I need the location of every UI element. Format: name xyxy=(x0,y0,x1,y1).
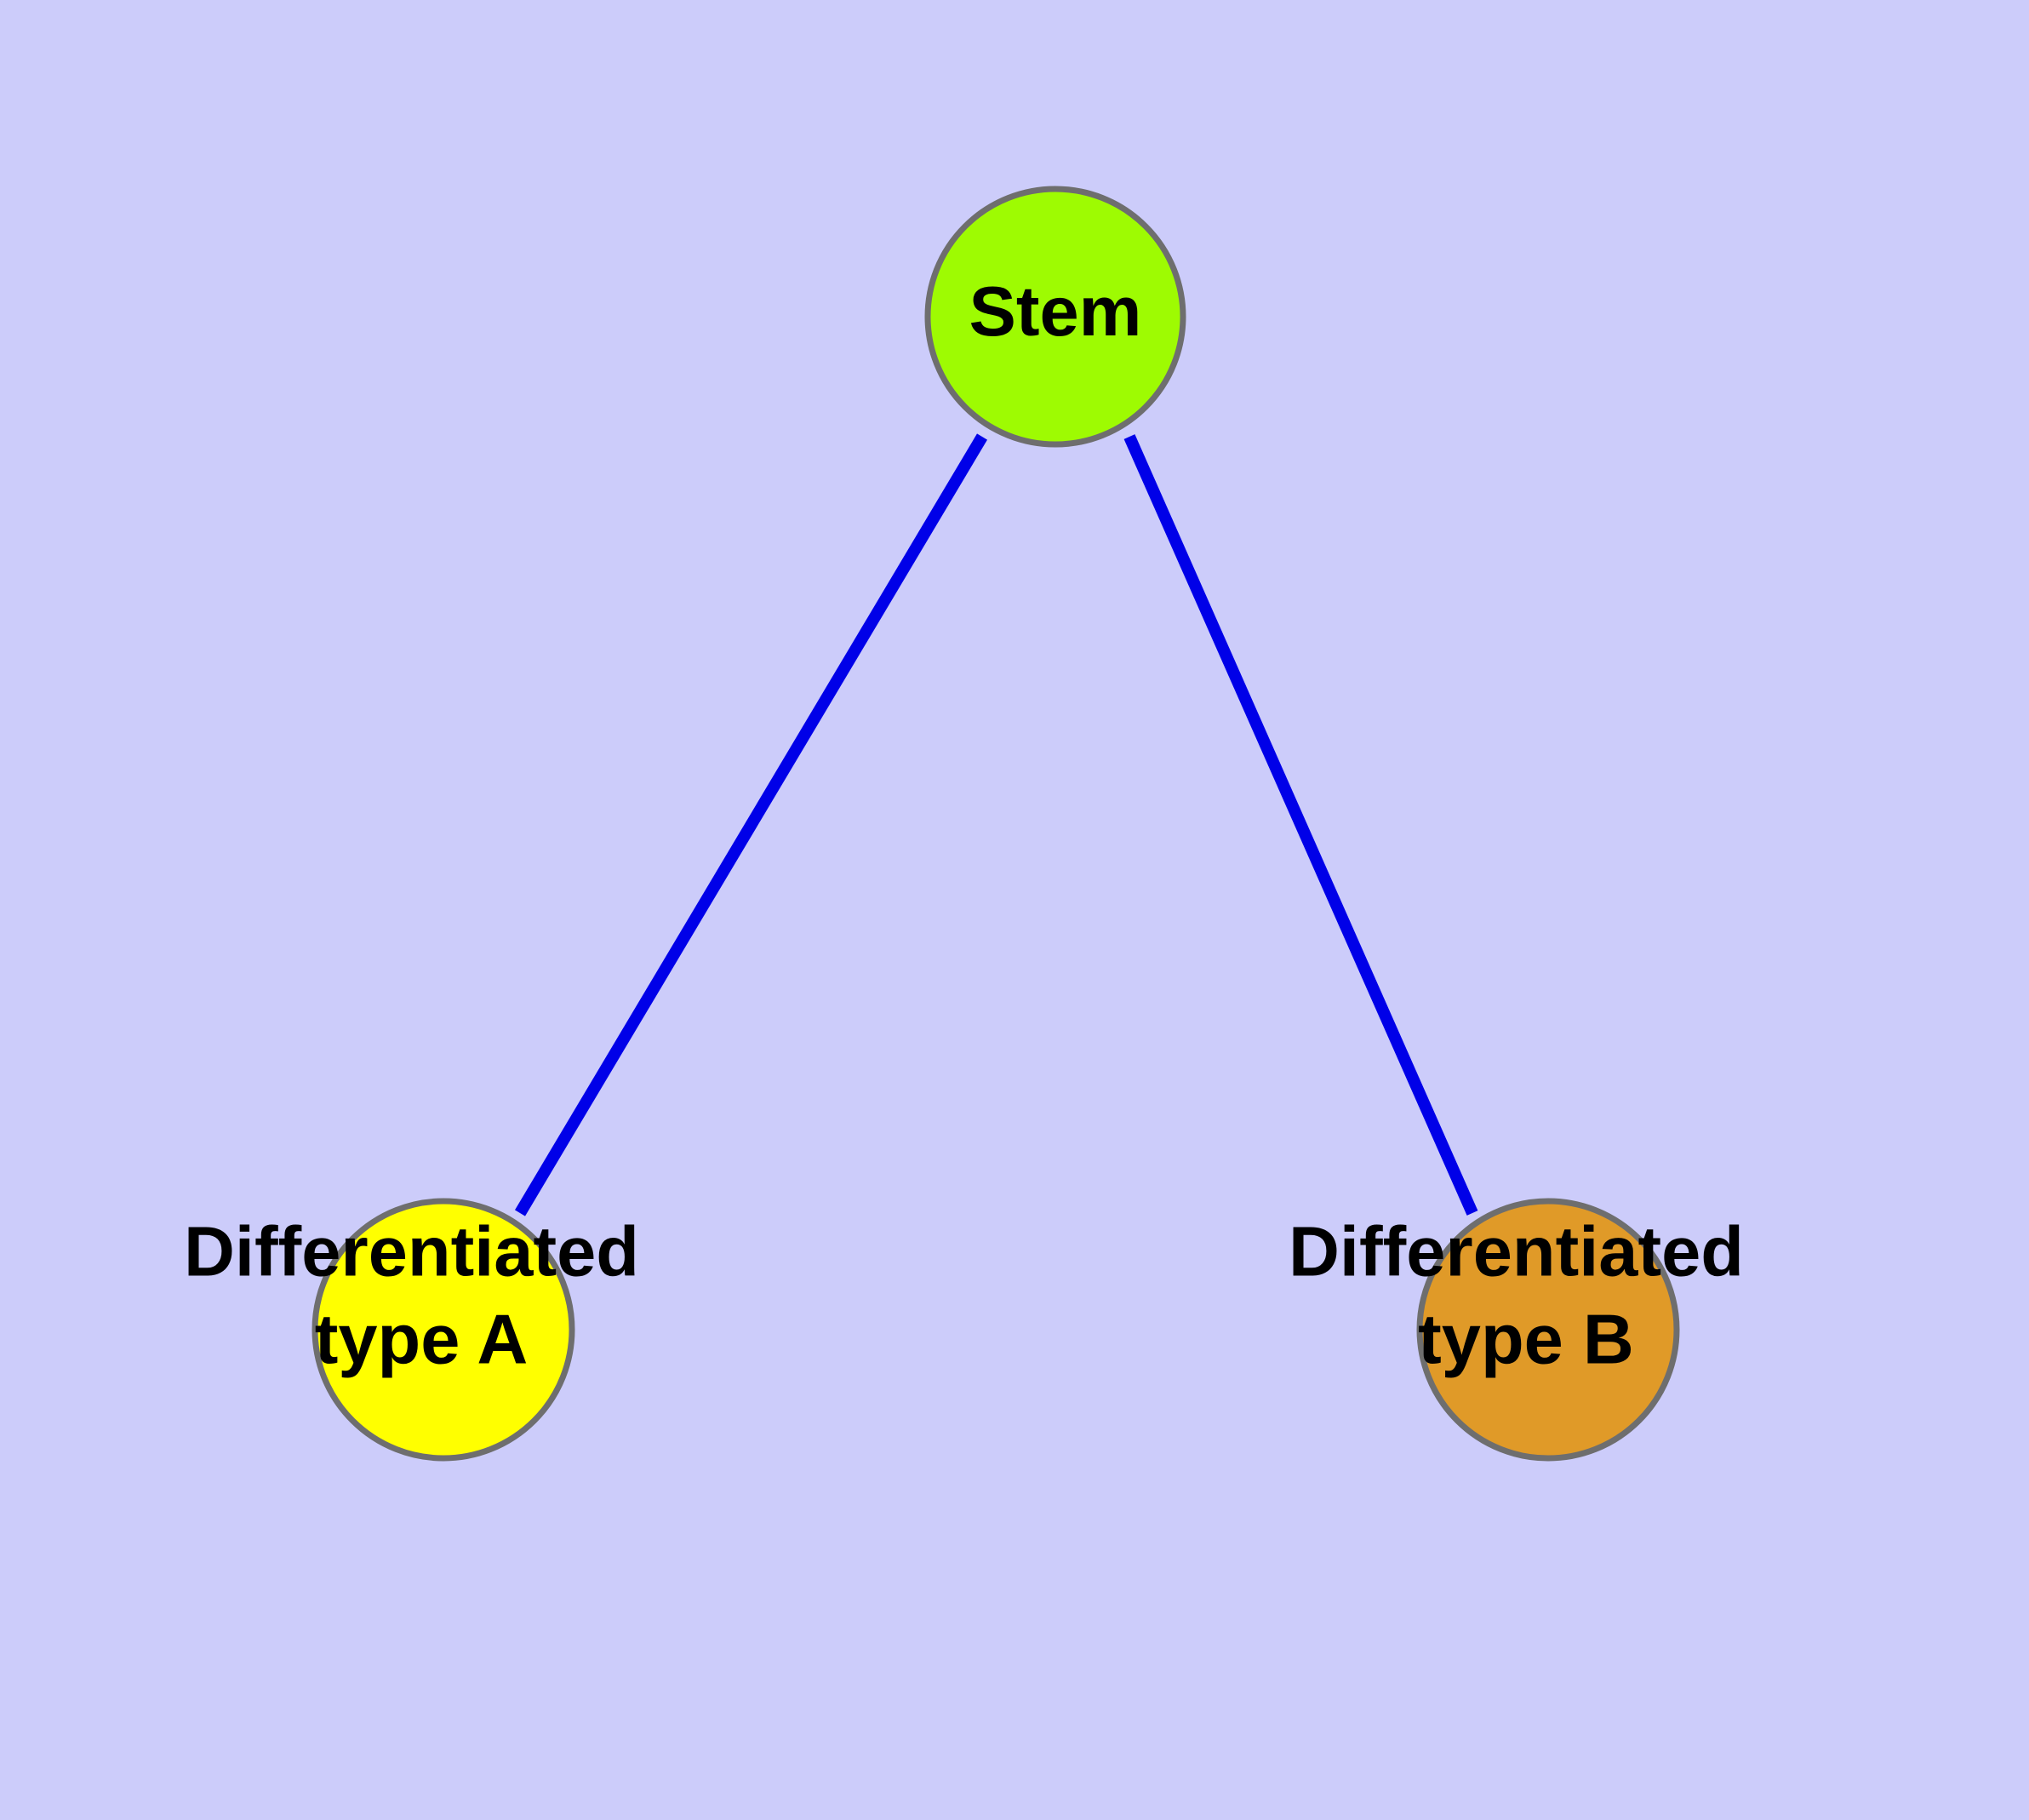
edge-stem-to-differentiated-type-b[interactable] xyxy=(1123,434,1478,1216)
node-label-differentiated-type-a-line-2: type A xyxy=(315,1299,529,1378)
edge-stem-to-differentiated-type-a[interactable] xyxy=(514,433,988,1216)
node-layer xyxy=(311,186,1680,1462)
node-label-differentiated-type-b-line-1: Differentiated xyxy=(1289,1211,1744,1291)
node-label-differentiated-type-a-line-1: Differentiated xyxy=(184,1211,639,1291)
node-stem[interactable] xyxy=(924,186,1186,448)
node-label-stem: Stem xyxy=(969,272,1142,351)
node-label-stem-line-1: Stem xyxy=(969,272,1142,351)
edge-layer xyxy=(514,433,1478,1216)
node-differentiated-type-a[interactable] xyxy=(311,1198,575,1462)
node-label-differentiated-type-a: Differentiated type A xyxy=(184,1211,659,1378)
node-differentiated-type-b[interactable] xyxy=(1416,1198,1680,1462)
node-label-differentiated-type-b-line-2: type B xyxy=(1418,1299,1634,1378)
label-layer: Stem Differentiated type A Differentiate… xyxy=(184,272,1763,1378)
node-label-differentiated-type-b: Differentiated type B xyxy=(1289,1211,1763,1378)
